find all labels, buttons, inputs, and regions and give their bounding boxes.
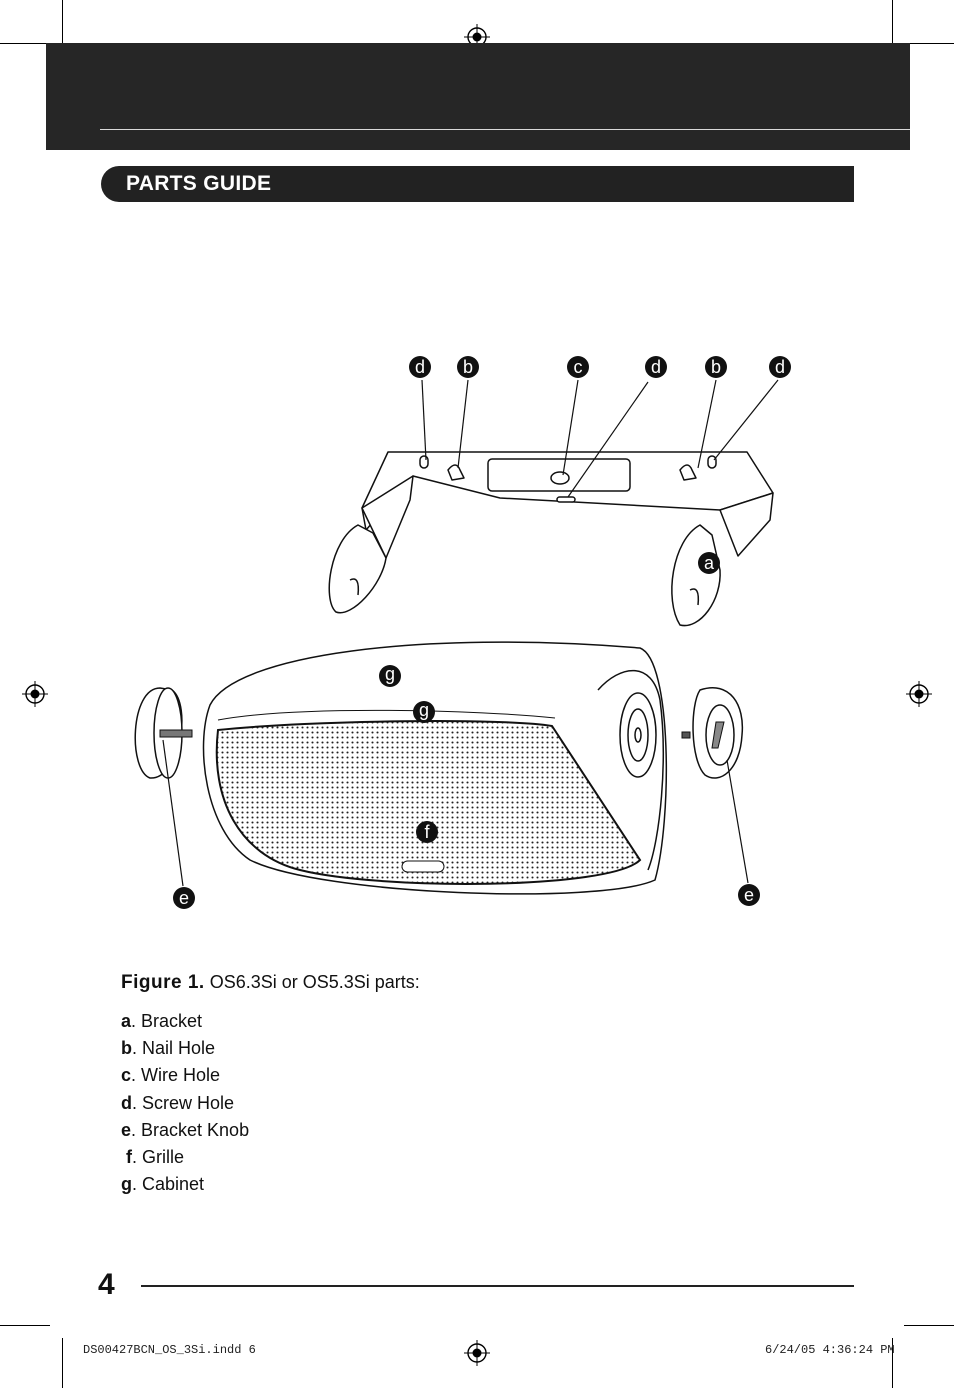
- bracket: [328, 451, 774, 627]
- callout-label: d: [775, 357, 785, 377]
- callout-marker: [769, 356, 791, 378]
- figure-label: Figure 1.: [121, 972, 205, 993]
- section-title-bar: [101, 166, 854, 202]
- crop-mark: [62, 0, 63, 50]
- part-label: . Grille: [132, 1146, 185, 1167]
- slug-timestamp: 6/24/05 4:36:24 PM: [765, 1343, 895, 1357]
- part-key: d: [121, 1092, 132, 1113]
- part-label: . Screw Hole: [132, 1092, 235, 1113]
- callout-label: g: [385, 664, 395, 684]
- callout-marker: [567, 356, 589, 378]
- crop-mark: [904, 43, 954, 44]
- bracket-knob-left: [134, 687, 193, 779]
- footer-rule: [141, 1285, 854, 1287]
- bracket-knob-right: [681, 687, 744, 779]
- figure-caption: Figure 1. OS6.3Si or OS5.3Si parts:: [121, 971, 420, 994]
- callout-marker: [409, 356, 431, 378]
- list-item: c. Wire Hole: [121, 1062, 249, 1089]
- crop-mark: [0, 43, 50, 44]
- parts-diagram: d b c d b d a g g f e e: [134, 356, 791, 909]
- part-label: . Nail Hole: [132, 1038, 216, 1059]
- callout-marker: [705, 356, 727, 378]
- callout-label: d: [651, 357, 661, 377]
- list-item: e. Bracket Knob: [121, 1117, 249, 1144]
- registration-mark-icon: [22, 681, 48, 707]
- callout-marker: [413, 701, 435, 723]
- figure-caption-text: OS6.3Si or OS5.3Si parts:: [209, 972, 420, 992]
- speaker-cabinet: [202, 641, 668, 895]
- part-key: c: [121, 1065, 132, 1086]
- list-item: b. Nail Hole: [121, 1035, 249, 1062]
- crop-mark: [0, 1325, 50, 1326]
- part-key: e: [121, 1119, 132, 1140]
- header-band: [46, 43, 910, 150]
- part-label: . Bracket: [131, 1011, 203, 1031]
- callout-label: b: [463, 357, 473, 377]
- niles-logo-icon: [401, 860, 445, 873]
- parts-list: a. Bracket b. Nail Hole c. Wire Hole d. …: [121, 1008, 249, 1198]
- list-item: f. Grille: [121, 1144, 249, 1171]
- part-label: . Cabinet: [132, 1174, 205, 1195]
- list-item: a. Bracket: [121, 1008, 249, 1035]
- callout-label: f: [424, 822, 430, 842]
- callout-label: c: [574, 357, 583, 377]
- slug-filename: DS00427BCN_OS_3Si.indd 6: [83, 1343, 256, 1357]
- crop-mark: [892, 0, 893, 50]
- part-key: b: [121, 1038, 132, 1059]
- callout-label: e: [744, 885, 754, 905]
- part-label: . Bracket Knob: [131, 1119, 250, 1140]
- callout-markers: [173, 356, 791, 909]
- callout-marker: [645, 356, 667, 378]
- crop-mark: [892, 1338, 893, 1388]
- callout-marker: [173, 887, 195, 909]
- crop-mark: [904, 1325, 954, 1326]
- part-key: a: [121, 1011, 132, 1031]
- callout-marker: [738, 884, 760, 906]
- callout-label: g: [419, 700, 429, 720]
- list-item: d. Screw Hole: [121, 1090, 249, 1117]
- page-number: 4: [98, 1268, 115, 1301]
- crop-mark: [62, 1338, 63, 1388]
- callout-marker: [457, 356, 479, 378]
- part-key: g: [121, 1174, 132, 1195]
- section-title: PARTS GUIDE: [126, 172, 272, 195]
- callout-marker: [379, 665, 401, 687]
- registration-mark-icon: [906, 681, 932, 707]
- registration-mark-icon: [464, 1340, 490, 1366]
- callout-label: a: [704, 553, 715, 573]
- list-item: g. Cabinet: [121, 1171, 249, 1198]
- callout-label: e: [179, 888, 189, 908]
- callout-label: d: [415, 357, 425, 377]
- callout-marker: [416, 821, 438, 843]
- part-label: . Wire Hole: [131, 1065, 221, 1086]
- callout-leaders: [162, 379, 779, 887]
- header-rule: [100, 129, 910, 130]
- callout-marker: [698, 552, 720, 574]
- callout-label: b: [711, 357, 721, 377]
- part-key: f: [126, 1146, 132, 1167]
